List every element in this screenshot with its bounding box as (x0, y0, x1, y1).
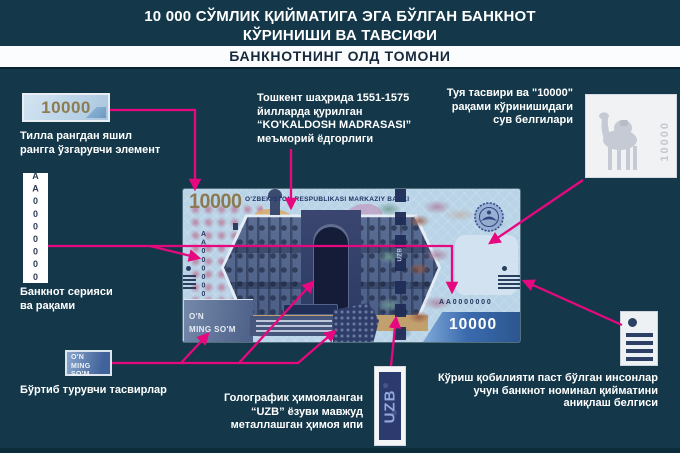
madrasah-label: Тошкент шаҳрида 1551-1575 йилларда қурил… (257, 92, 412, 145)
section-band-label: БАНКНОТНИНГ ОЛД ТОМОНИ (229, 48, 451, 64)
footer-strip (0, 448, 680, 453)
hologram-strip: UZB (379, 372, 401, 440)
section-band: БАНКНОТНИНГ ОЛД ТОМОНИ (0, 46, 680, 69)
serial-label: Банкнот серияси ва рақами (20, 286, 113, 312)
note-value-bottom-right: 10000 (449, 316, 498, 333)
security-thread (395, 189, 406, 342)
embossed-label: Бўртиб турувчи тасвирлар (20, 384, 167, 396)
figure-speck (233, 223, 238, 230)
hologram-label: Голографик ҳимояланган “UZB” ёзуви мавжу… (223, 392, 363, 431)
minaret-dome (268, 189, 282, 198)
accessibility-label: Кўриш қобилияти паст бўлган инсонлар учу… (437, 372, 658, 409)
minaret (270, 193, 280, 215)
camel-watermark-icon (599, 112, 637, 170)
watermark-sample: 10000 (585, 94, 677, 178)
watermark-number: 10000 (659, 121, 671, 162)
watermark-label: Туя тасвири ва "10000" рақами кўринишида… (446, 87, 573, 126)
note-plaque (283, 304, 338, 315)
color-shift-label: Тилла рангдан яшил рангга ўзгарувчи элем… (20, 130, 161, 156)
color-shift-numeral: 10000 (41, 98, 91, 117)
note-serial-horizontal: AA0000000 (439, 299, 493, 306)
tactile-dot-left (186, 266, 191, 271)
color-shift-sheen (80, 107, 106, 118)
serial-sample: AA0000000 (23, 171, 48, 285)
tactile-dot-right (502, 266, 507, 271)
note-value-top-left: 10000 (189, 190, 242, 213)
note-words-line2: MING SO'M (189, 325, 236, 334)
madrasah-portal-arch (314, 227, 348, 313)
hologram-sample: UZB (374, 366, 406, 446)
page-title-line2: КЎРИНИШИ ВА ТАВСИФИ (242, 27, 438, 44)
uzbekistan-emblem-icon (474, 202, 504, 232)
watermark-zone (455, 235, 518, 295)
arrow-accessibility (521, 279, 623, 327)
color-shift-sample: 10000 (22, 93, 110, 122)
page-title: 10 000 СЎМЛИК ҚИЙМАТИГА ЭГА БЎЛГАН БАНКН… (0, 7, 680, 45)
hologram-strip-text: UZB (381, 389, 399, 423)
accessibility-mark-icon (620, 311, 658, 366)
note-microprint (250, 316, 338, 336)
note-words-strip: O'N MING SO'M (184, 299, 253, 342)
note-dark-ornament (333, 303, 379, 342)
page-title-line1: 10 000 СЎМЛИК ҚИЙМАТИГА ЭГА БЎЛГАН БАНКН… (144, 8, 536, 25)
embossed-sample: O'N MING SO'M (65, 350, 112, 378)
serial-sample-text: AA0000000 (30, 171, 41, 285)
security-thread-text: UZB (397, 247, 404, 262)
banknote-image: UZB 10000 O'ZBEKISTON RESPUBLIKASI MARKA… (183, 189, 520, 342)
note-words-line1: O'N (189, 312, 205, 321)
accessibility-dot (628, 318, 637, 327)
note-serial-vertical: AA0000000 (200, 231, 207, 309)
note-bank-name: O'ZBEKISTON RESPUBLIKASI MARKAZIY BANKI (245, 196, 410, 203)
